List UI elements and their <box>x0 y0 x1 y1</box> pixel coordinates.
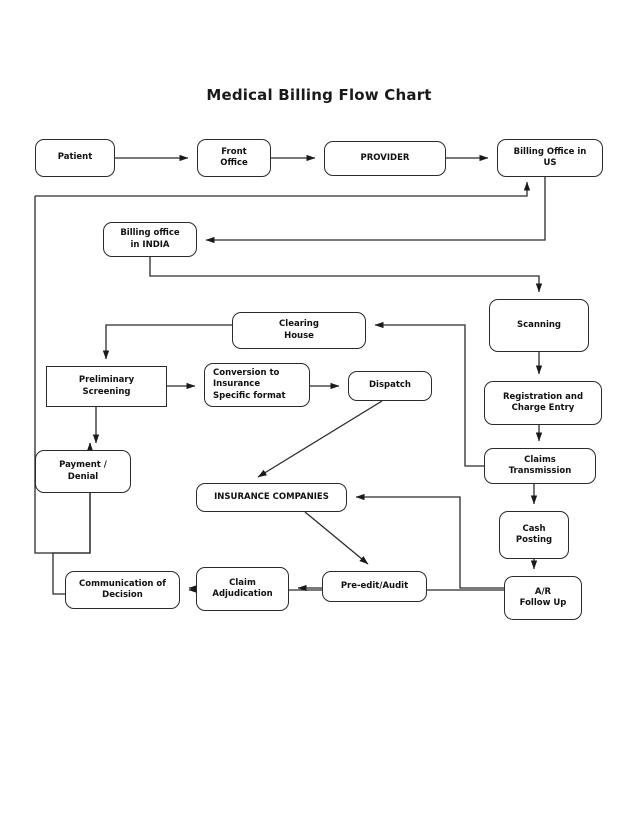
node-ar-follow-up[interactable]: A/R Follow Up <box>504 576 582 620</box>
node-front-office[interactable]: Front Office <box>197 139 271 177</box>
node-provider-label: PROVIDER <box>360 152 410 163</box>
node-conversion-label: Conversion to Insurance Specific format <box>213 367 286 401</box>
node-billing-office-us-label: Billing Office in US <box>513 146 587 168</box>
node-insurance-companies-label: INSURANCE COMPANIES <box>214 491 329 502</box>
node-claims-transmission[interactable]: Claims Transmission <box>484 448 596 484</box>
node-preliminary-screening[interactable]: Preliminary Screening <box>46 366 167 407</box>
node-communication-of-decision[interactable]: Communication of Decision <box>65 571 180 609</box>
node-conversion-to-insurance-format[interactable]: Conversion to Insurance Specific format <box>204 363 310 407</box>
node-payment-denial-label: Payment / Denial <box>59 460 107 482</box>
node-provider[interactable]: PROVIDER <box>324 141 446 176</box>
node-cash-posting[interactable]: Cash Posting <box>499 511 569 559</box>
node-pre-edit-audit-label: Pre-edit/Audit <box>340 580 409 591</box>
node-insurance-companies[interactable]: INSURANCE COMPANIES <box>196 483 347 512</box>
node-billing-office-india-label: Billing office in INDIA <box>120 228 180 250</box>
node-ar-follow-up-label: A/R Follow Up <box>519 586 567 608</box>
edge-billing-india-scanning <box>149 257 543 293</box>
node-dispatch-label: Dispatch <box>368 380 411 391</box>
node-payment-denial[interactable]: Payment / Denial <box>35 450 131 493</box>
node-clearing-house-label: Clearing House <box>279 319 319 341</box>
node-communication-of-decision-label: Communication of Decision <box>79 578 166 600</box>
node-scanning-label: Scanning <box>516 319 562 330</box>
node-claim-adjudication[interactable]: Claim Adjudication <box>196 567 289 611</box>
node-cash-posting-label: Cash Posting <box>515 523 553 545</box>
edge-insurance-pre-edit <box>304 511 369 565</box>
node-claims-transmission-label: Claims Transmission <box>508 454 572 476</box>
node-dispatch[interactable]: Dispatch <box>348 371 432 401</box>
node-clearing-house[interactable]: Clearing House <box>232 312 366 349</box>
edge-patient-billing-us <box>35 181 531 197</box>
edge-dispatch-insurance <box>257 400 383 478</box>
node-scanning[interactable]: Scanning <box>489 299 589 352</box>
node-pre-edit-audit[interactable]: Pre-edit/Audit <box>322 571 427 602</box>
node-billing-office-us[interactable]: Billing Office in US <box>497 139 603 177</box>
node-registration-label: Registration and Charge Entry <box>502 391 584 413</box>
node-claim-adjudication-label: Claim Adjudication <box>212 577 273 599</box>
edge-billing-us-billing-india <box>205 177 546 244</box>
edge-clearing-preliminary <box>102 324 232 360</box>
node-billing-office-india[interactable]: Billing office in INDIA <box>103 222 197 257</box>
node-patient-label: Patient <box>57 152 93 163</box>
node-registration-charge-entry[interactable]: Registration and Charge Entry <box>484 381 602 425</box>
node-front-office-label: Front Office <box>220 146 248 168</box>
node-patient[interactable]: Patient <box>35 139 115 177</box>
page-title: Medical Billing Flow Chart <box>206 86 432 104</box>
node-preliminary-screening-label: Preliminary Screening <box>78 375 135 397</box>
